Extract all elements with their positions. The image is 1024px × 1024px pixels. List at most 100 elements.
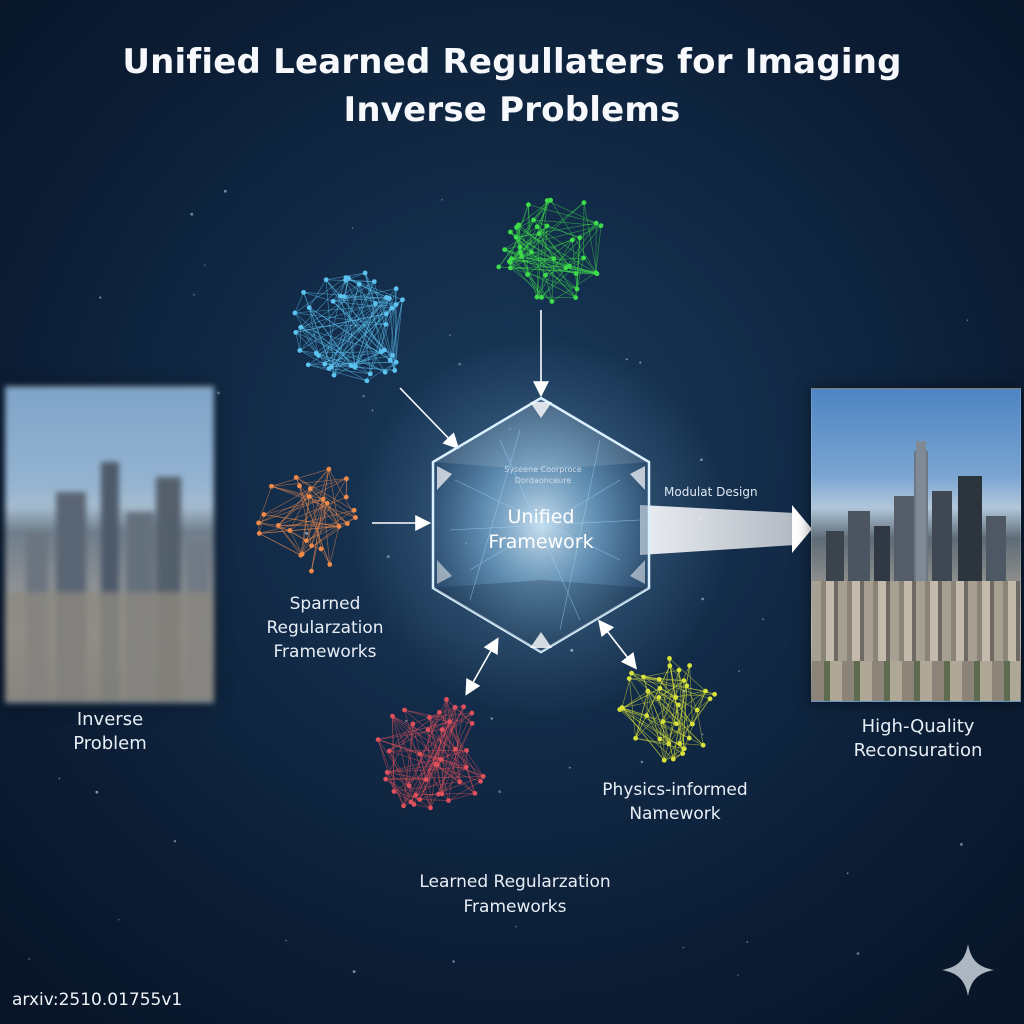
network-edge (295, 332, 301, 351)
network-edge (310, 488, 348, 524)
star-dot (652, 808, 655, 811)
network-edge (631, 672, 679, 706)
network-node (309, 543, 314, 549)
blue-network-cluster (292, 270, 405, 384)
network-node (256, 531, 262, 536)
star-dot (568, 766, 571, 769)
network-node (437, 709, 442, 715)
network-node (401, 803, 406, 809)
network-node (574, 286, 580, 292)
network-edge (324, 363, 395, 371)
star-dot (959, 842, 963, 846)
learned-line-1: Learned Regularzation (419, 872, 611, 892)
network-node (661, 757, 667, 763)
network-edge (527, 239, 573, 275)
network-node (673, 694, 679, 700)
network-edge (392, 715, 467, 768)
network-node (684, 683, 690, 689)
network-node (507, 260, 513, 265)
network-edge (403, 721, 451, 807)
network-node (379, 349, 384, 355)
network-node (402, 707, 407, 713)
network-node (657, 685, 663, 691)
network-edge (646, 715, 661, 740)
network-edge (643, 669, 680, 678)
network-edge (439, 712, 481, 782)
network-node (700, 742, 706, 748)
star-dot (190, 212, 194, 216)
network-edge (646, 715, 670, 745)
network-edge (518, 199, 551, 226)
network-edge (429, 717, 461, 782)
network-edge (448, 706, 464, 801)
network-node (461, 704, 467, 710)
network-edge (263, 514, 339, 527)
network-edge (438, 748, 456, 795)
network-edge (583, 202, 598, 274)
network-edge (538, 200, 548, 234)
network-edge (435, 764, 443, 794)
network-node (341, 294, 347, 300)
network-node (327, 562, 333, 567)
network-node (660, 719, 666, 724)
network-edge (441, 723, 473, 794)
network-edge (299, 350, 371, 375)
network-edge (565, 222, 597, 268)
network-node (383, 321, 389, 327)
network-node (496, 264, 502, 270)
star-dot (515, 925, 517, 928)
network-edge (387, 764, 438, 773)
network-node (525, 272, 530, 277)
network-edge (366, 288, 397, 381)
network-edge (332, 288, 397, 302)
network-edge (299, 485, 340, 527)
network-node (362, 270, 368, 276)
network-edge (658, 697, 674, 760)
network-edge (299, 327, 302, 351)
learned-frameworks-label: Learned Regularzation Frameworks (390, 870, 640, 920)
network-edge (299, 350, 317, 354)
network-edge (388, 750, 412, 803)
network-edge (316, 352, 368, 382)
network-edge (259, 526, 339, 534)
network-node (633, 735, 639, 741)
network-edge (322, 499, 331, 565)
crystal-inner-line-1: Syseene Coorproce (504, 465, 582, 474)
network-node (563, 265, 569, 271)
network-node (666, 741, 672, 747)
network-node (598, 223, 604, 229)
network-node (287, 528, 293, 533)
network-edge (326, 279, 375, 282)
network-node (299, 551, 305, 557)
output-beam (640, 505, 812, 555)
star-dot (452, 960, 455, 963)
network-edge (366, 361, 397, 382)
network-edge (629, 678, 684, 681)
network-edge (419, 753, 476, 794)
network-node (292, 310, 298, 316)
network-edge (621, 707, 665, 761)
network-node (673, 721, 679, 727)
network-node (478, 778, 483, 784)
network-edge (541, 267, 567, 298)
star-dot (58, 777, 61, 780)
network-edge (381, 313, 387, 352)
modular-design-label: Modulat Design (664, 485, 758, 499)
star-dot (856, 952, 860, 956)
network-edge (518, 224, 521, 248)
network-node (539, 294, 544, 300)
network-node (417, 751, 423, 757)
network-node (531, 217, 536, 223)
network-edge (498, 199, 551, 268)
network-edge (388, 750, 416, 796)
network-node (392, 368, 398, 373)
network-edge (333, 281, 375, 376)
network-edge (295, 332, 386, 373)
star-dot (846, 872, 849, 875)
network-edge (394, 299, 403, 371)
network-node (331, 372, 337, 378)
inverse-problem-line-1: Inverse (76, 709, 144, 730)
unified-line-1: Unified (507, 506, 575, 528)
network-node (534, 294, 540, 300)
network-node (581, 200, 587, 206)
